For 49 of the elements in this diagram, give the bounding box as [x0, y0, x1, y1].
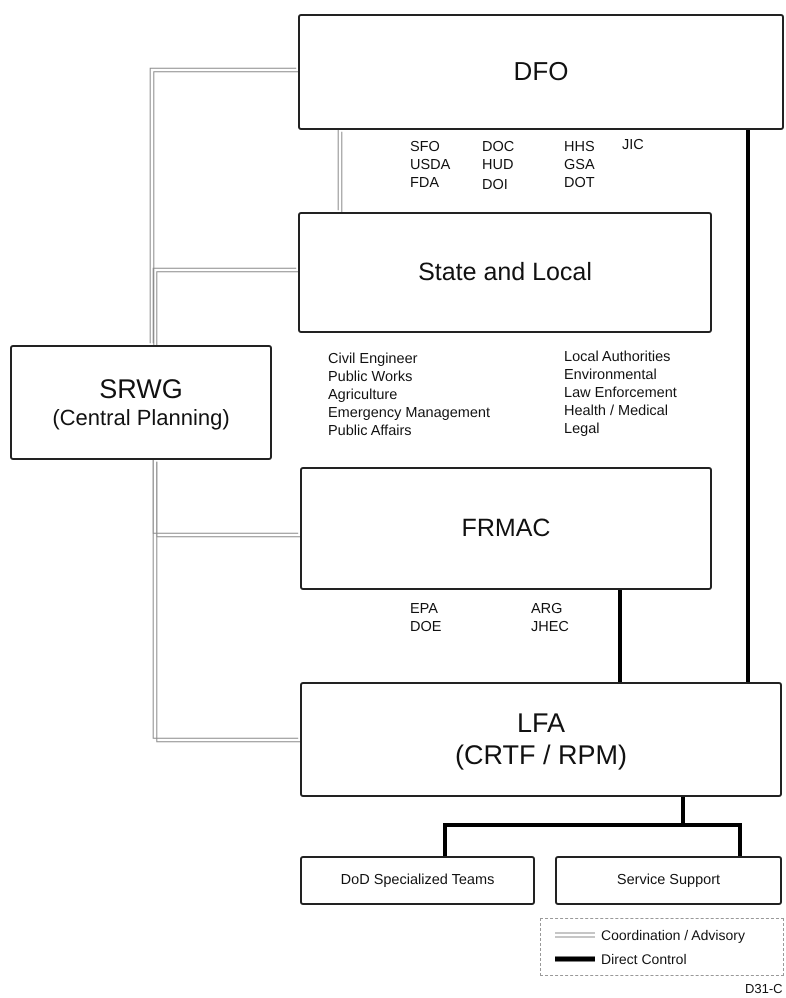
- node-title: DFO: [514, 57, 568, 87]
- agency-label: DOC: [482, 140, 514, 154]
- org-box: [300, 682, 782, 797]
- org-box: [298, 14, 784, 130]
- figure-id: D31-C: [745, 982, 783, 995]
- control-line: [746, 130, 750, 682]
- org-box: [298, 212, 712, 333]
- agency-label: Law Enforcement: [564, 386, 677, 400]
- legend-label: Direct Control: [601, 951, 687, 967]
- agency-label: Public Works: [328, 370, 412, 384]
- agency-label: SFO: [410, 140, 440, 154]
- agency-label: Agriculture: [328, 388, 398, 402]
- node-title: LFA: [516, 708, 566, 740]
- agency-label: Public Affairs: [328, 424, 412, 438]
- legend-label: Coordination / Advisory: [601, 927, 745, 943]
- agency-label: Health / Medical: [564, 404, 668, 418]
- agency-label: JIC: [622, 138, 644, 152]
- node-title: State and Local: [418, 258, 592, 287]
- node-title: FRMAC: [462, 514, 550, 543]
- agency-label: Environmental: [564, 368, 657, 382]
- coordination-line: [150, 68, 300, 348]
- agency-label: Emergency Management: [328, 406, 490, 420]
- node-title: SRWG: [99, 374, 183, 406]
- agency-label: DOE: [410, 620, 442, 634]
- control-line: [618, 590, 622, 682]
- agency-label: ARG: [531, 602, 562, 616]
- agency-label: EPA: [410, 602, 438, 616]
- org-box: [300, 856, 535, 905]
- org-box: [555, 856, 782, 905]
- org-box: [10, 345, 272, 460]
- node-title: DoD Specialized Teams: [340, 872, 494, 889]
- agency-label: DOI: [482, 178, 508, 192]
- agency-label: FDA: [410, 176, 439, 190]
- agency-label: HUD: [482, 158, 514, 172]
- coordination-line: [152, 458, 302, 742]
- org-box: [300, 467, 712, 590]
- agency-label: USDA: [410, 158, 450, 172]
- agency-label: Civil Engineer: [328, 352, 418, 366]
- node-title: Service Support: [616, 872, 720, 889]
- node-subtitle: (Central Planning): [52, 405, 230, 431]
- agency-label: DOT: [564, 176, 595, 190]
- agency-label: HHS: [564, 140, 595, 154]
- agency-label: GSA: [564, 158, 595, 172]
- coordination-line: [152, 268, 300, 348]
- coordination-line: [338, 128, 342, 214]
- agency-label: Local Authorities: [564, 350, 670, 364]
- node-subtitle: (CRTF / RPM): [455, 740, 627, 771]
- agency-label: Legal: [564, 422, 600, 436]
- agency-label: JHEC: [531, 620, 569, 634]
